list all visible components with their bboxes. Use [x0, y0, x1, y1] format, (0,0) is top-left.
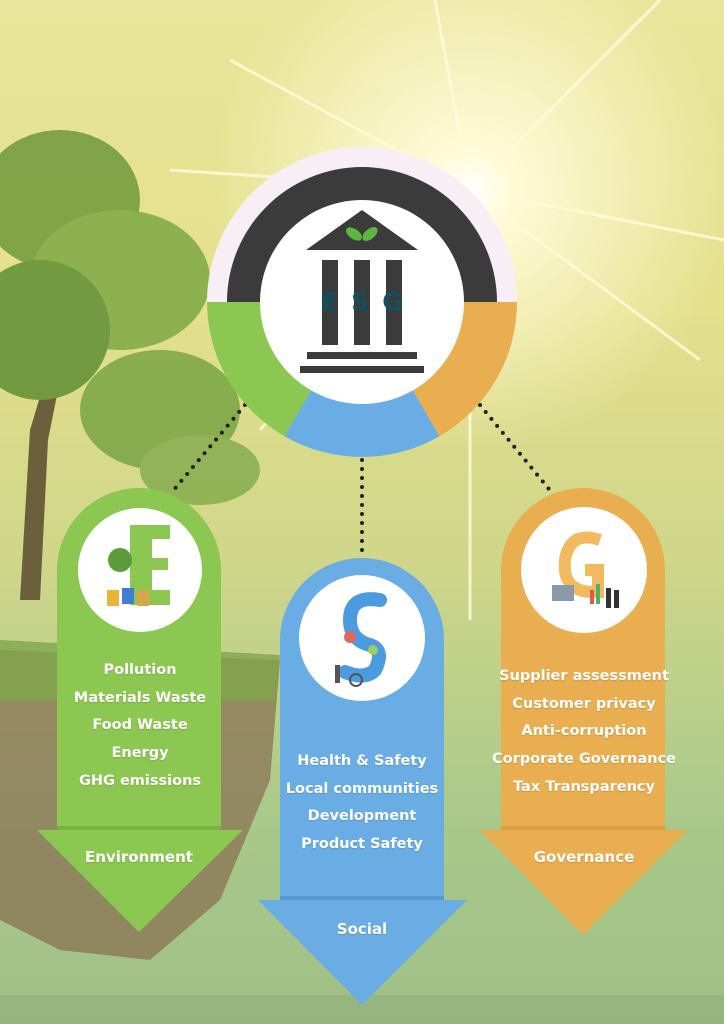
letter-s-people-icon: [335, 592, 387, 687]
letter-e-recycling-icon: [107, 525, 170, 606]
governance-items: Supplier assessment Customer privacy Ant…: [492, 663, 676, 802]
tree: [0, 130, 260, 600]
environment-item: Pollution: [103, 662, 177, 678]
social-divider: [280, 896, 444, 900]
social-item: Development: [307, 808, 417, 825]
environment-item: Energy: [111, 745, 169, 762]
environment-item: Materials Waste: [73, 689, 207, 706]
esg-logo-text: ESG: [321, 287, 416, 316]
environment-items: Pollution Materials Waste Food Waste Ene…: [74, 657, 206, 796]
social-label: Social: [336, 920, 388, 938]
governance-icon-circle: [521, 507, 647, 633]
environment-item: GHG emissions: [78, 772, 202, 789]
governance-label: Governance: [533, 848, 635, 866]
social-item: Product Safety: [301, 836, 423, 853]
bank-building-icon: [300, 210, 424, 373]
governance-divider: [501, 826, 665, 830]
environment-label: Environment: [85, 848, 193, 866]
social-item: Local communities: [285, 780, 439, 797]
esg-emblem: [207, 147, 517, 457]
environment-item: Food Waste: [92, 717, 188, 734]
leaves-icon: [346, 227, 378, 241]
governance-item: Supplier assessment: [499, 668, 669, 684]
governance-item: Corporate Governance: [491, 751, 677, 768]
governance-item: Tax Transparency: [513, 778, 655, 795]
environment-divider: [57, 826, 221, 830]
social-items: Health & Safety Local communities Develo…: [286, 748, 438, 859]
social-item: Health & Safety: [297, 753, 427, 769]
letter-g-business-icon: [552, 531, 619, 608]
connector-environment: [170, 403, 247, 494]
governance-item: Anti-corruption: [521, 723, 647, 740]
governance-item: Customer privacy: [512, 695, 656, 712]
connector-governance: [478, 403, 555, 496]
